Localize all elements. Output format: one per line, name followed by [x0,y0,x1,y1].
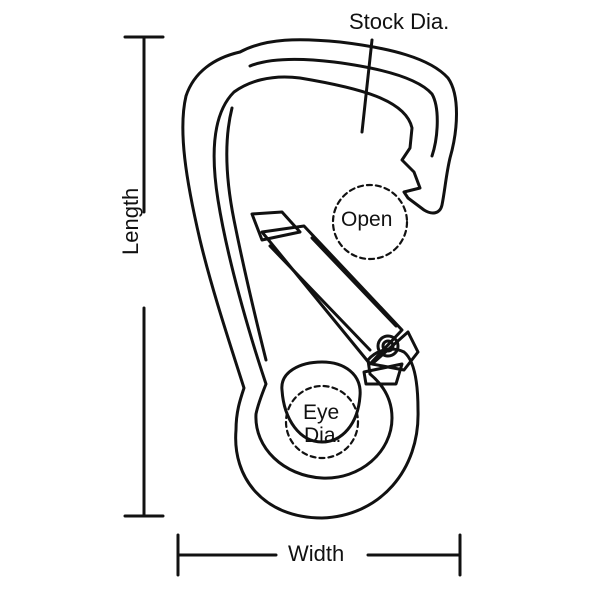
stock-dia-label: Stock Dia. [349,9,450,34]
width-label: Width [288,541,345,566]
length-dimension [123,35,165,518]
open-label: Open [339,208,395,231]
carabiner-outer-outline [181,38,458,520]
length-label: Length [118,187,143,255]
eye-dia-label-line2: Dia. [304,424,342,447]
eye-dia-dashed-circle [284,384,360,460]
eye-inner [280,360,362,444]
eye-dia-label-line1: Eye [303,401,340,424]
carabiner-gate [250,210,420,386]
stock-dia-leader [360,38,374,134]
width-dimension [176,533,462,577]
carabiner-inner-outline [225,57,439,362]
open-dashed-circle [331,183,409,261]
